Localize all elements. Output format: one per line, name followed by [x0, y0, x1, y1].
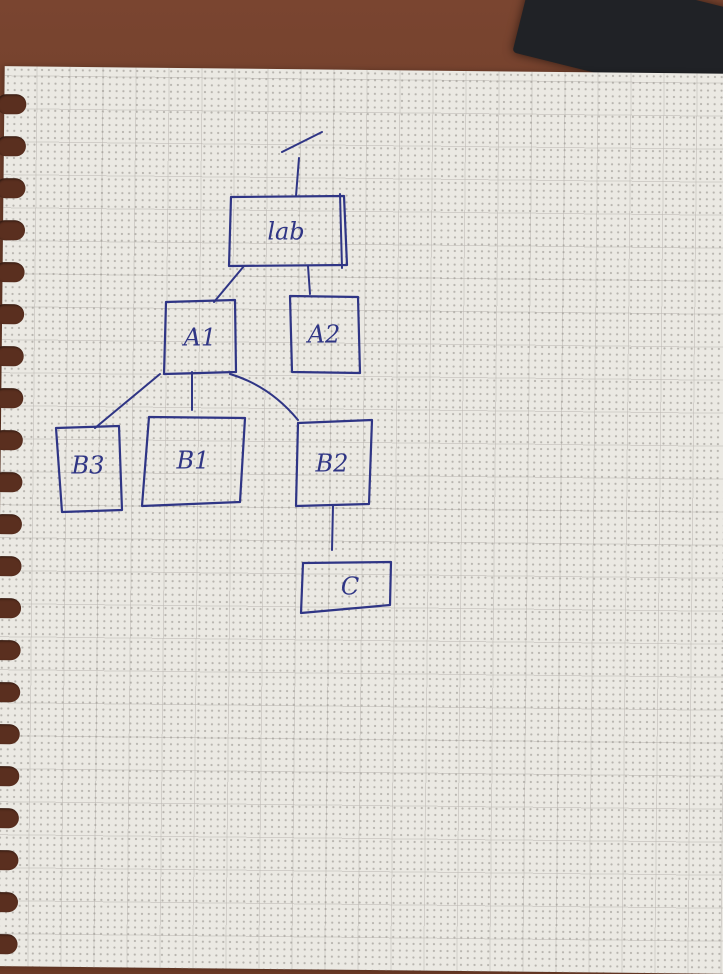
node-c: C [299, 560, 393, 615]
node-b1-box [140, 415, 247, 508]
node-b2-box [294, 418, 374, 508]
edge-lab-a2 [307, 265, 311, 295]
edge-a1-b3 [94, 373, 161, 429]
node-a2-label: A2 [306, 321, 341, 349]
node-b3: B3 [54, 424, 124, 514]
node-b3-box [54, 424, 124, 514]
node-a2: A2 [288, 294, 362, 375]
node-c-box [299, 560, 393, 615]
root-incoming-edge [295, 157, 300, 197]
node-b2-label: B2 [315, 450, 349, 478]
edge-a1-b2 [229, 373, 299, 421]
node-lab: lab [227, 193, 349, 269]
node-b1-label: B1 [176, 447, 210, 475]
node-lab-label: lab [267, 218, 304, 246]
node-b3-label: B3 [71, 452, 105, 480]
node-lab-double-edge [339, 193, 343, 269]
edge-lab-a1 [213, 265, 245, 303]
root-slash-mark [281, 131, 323, 153]
node-lab-box [227, 194, 349, 268]
node-a1-box [162, 298, 238, 376]
node-a1: A1 [162, 298, 238, 376]
node-c-label: C [341, 573, 359, 601]
node-b2: B2 [294, 418, 374, 508]
node-a2-box [288, 294, 362, 375]
node-b1: B1 [140, 415, 247, 508]
edge-b2-c [331, 505, 334, 551]
node-a1-label: A1 [182, 324, 217, 352]
